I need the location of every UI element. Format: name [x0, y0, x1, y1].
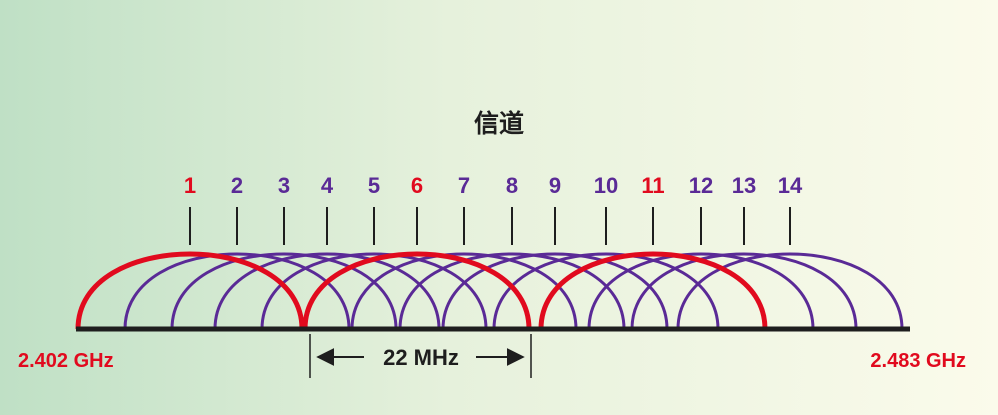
- channel-label-12: 12: [689, 173, 713, 198]
- channel-arc-6: [302, 251, 532, 330]
- channel-arc-3: [170, 252, 398, 330]
- channel-label-3: 3: [278, 173, 290, 198]
- freq-end-label: 2.483 GHz: [870, 350, 966, 372]
- channel-label-13: 13: [732, 173, 756, 198]
- channel-arc-9: [441, 252, 669, 330]
- channel-label-5: 5: [368, 173, 380, 198]
- channel-label-1: 1: [184, 173, 196, 198]
- diagram-title: 信道: [474, 109, 524, 138]
- channel-label-8: 8: [506, 173, 518, 198]
- channel-label-9: 9: [549, 173, 561, 198]
- channel-arc-1: [75, 251, 305, 330]
- channel-arc-8: [398, 252, 626, 330]
- channel-arc-4: [213, 252, 441, 330]
- channel-label-4: 4: [321, 173, 334, 198]
- channel-arc-11: [538, 251, 768, 330]
- channel-label-10: 10: [594, 173, 618, 198]
- channel-arc-7: [350, 252, 578, 330]
- channel-label-7: 7: [458, 173, 470, 198]
- bandwidth-label: 22 MHz: [383, 345, 459, 370]
- channel-arc-13: [630, 252, 858, 330]
- channel-label-2: 2: [231, 173, 243, 198]
- channel-label-14: 14: [778, 173, 803, 198]
- bandwidth-indicator: 22 MHz: [309, 334, 532, 378]
- channel-arc-2: [123, 252, 351, 330]
- channel-arc-14: [676, 252, 904, 330]
- channel-label-11: 11: [641, 173, 664, 198]
- channel-arc-5: [260, 252, 488, 330]
- channel-arc-12: [587, 252, 815, 330]
- channel-label-6: 6: [411, 173, 423, 198]
- freq-start-label: 2.402 GHz: [18, 350, 114, 372]
- highlighted-channel-arcs: [75, 251, 768, 330]
- channel-arc-10: [492, 252, 720, 330]
- channel-arcs: [123, 252, 904, 330]
